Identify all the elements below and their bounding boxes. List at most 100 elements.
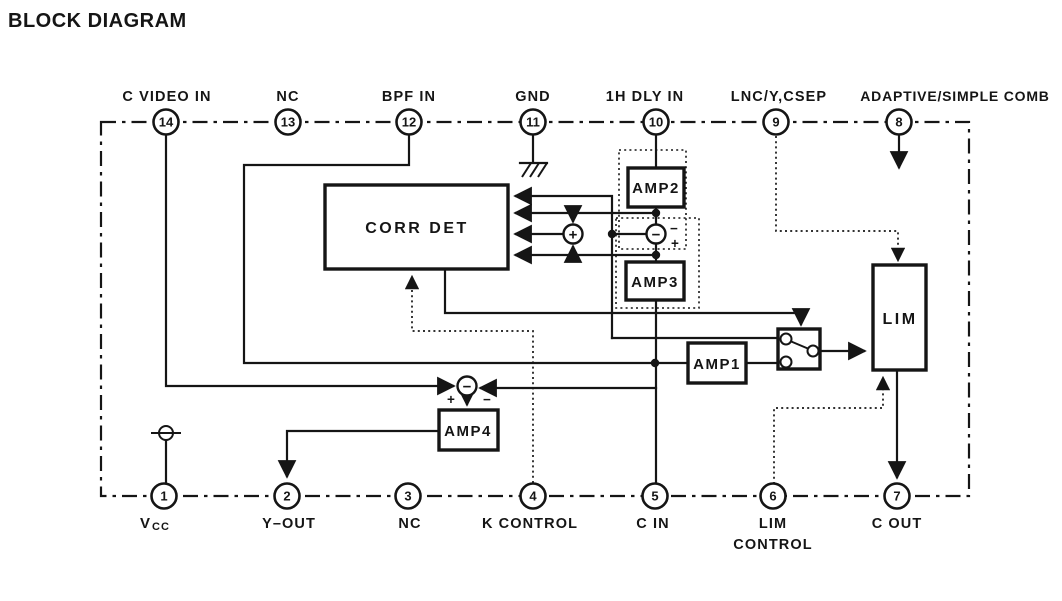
subtractor-minus-sign: − [463,379,472,396]
pin-3-number: 3 [404,489,411,504]
pin-11-number: 11 [526,115,540,130]
pin-label-c-video-in: C VIDEO IN [122,89,211,105]
wire-comb-to-corrdet [513,186,614,340]
pin-10-number: 10 [649,115,663,130]
pin-5-number: 5 [651,489,658,504]
wire-amp4-to-yout [277,429,441,479]
pin-4-circle [519,482,547,510]
amp4-box [437,408,500,452]
pin-8-circle [885,108,913,136]
amp1-label: AMP1 [693,356,741,373]
pin-label-y-out: Y–OUT [262,516,316,532]
wire-limcontrol-dotted [773,375,891,484]
pin-label-vcc-sub: CC [152,521,170,533]
diff-bottom-polarity: + [671,236,679,251]
y-subtractor-junction: − + − [447,375,491,407]
pin-8-number: 8 [895,115,902,130]
amp3-label: AMP3 [631,274,679,291]
pin-11-circle [519,108,547,136]
subtractor-left-polarity: + [447,392,455,407]
pin-12-circle [395,108,423,136]
pin-label-c-out: C OUT [872,516,923,532]
pin-12-number: 12 [402,115,416,130]
adder-circle [562,223,584,245]
pin-14: 14 C VIDEO IN [122,89,211,136]
page-title: BLOCK DIAGRAM [8,10,187,32]
diff-circle [645,223,667,245]
pin-label-lim-control: CONTROL [733,537,812,553]
amp3-box [624,260,686,302]
block-amp4: AMP4 [437,408,500,452]
switch-contact-upper [779,332,793,346]
pin-label-nc-top: NC [276,89,299,105]
pin-6-circle [759,482,787,510]
control-wires [404,136,906,484]
diff-top-polarity: − [670,221,678,236]
pin-label-gnd: GND [515,89,551,105]
corr-det-label: CORR DET [365,220,469,237]
corr-det-box [323,183,510,271]
pin-12: 12 BPF IN [382,89,436,136]
pin-13: 13 NC [274,89,302,136]
pin-1: 1 V CC [140,482,178,533]
wire-lncy-dotted [775,136,906,263]
delay-diff-junction: − − + [645,221,679,251]
pin-3: 3 NC [394,482,422,532]
lim-box [871,263,928,372]
pin-label-lncy-csep: LNC/Y,CSEP [731,89,827,105]
block-lim: LIM [871,263,928,372]
delay-group-box-lower [615,217,700,309]
comb-mode-switch [776,327,822,371]
block-amp3: AMP3 [624,260,686,302]
pin-4-number: 4 [529,489,537,504]
lim-label: LIM [882,311,917,328]
ic-boundary [99,120,971,498]
pin-7-circle [883,482,911,510]
pin-1-number: 1 [160,489,167,504]
amp1-box [686,341,748,385]
pin-9-number: 9 [772,115,779,130]
pin-9: 9 LNC/Y,CSEP [731,89,827,136]
pin-1-circle [150,482,178,510]
pin-11: 11 GND [515,89,551,136]
amp2-box [626,166,686,209]
pin-label-bpf-in: BPF IN [382,89,436,105]
pin-13-circle [274,108,302,136]
junction-dots [568,208,661,368]
pin-label-adaptive-simple-comb: ADAPTIVE/SIMPLE COMB [860,88,1049,104]
wire-corrdet-switch-control [443,269,811,327]
pin-10-circle [642,108,670,136]
switch-contact-common [806,344,820,358]
pin-7-number: 7 [893,489,900,504]
signal-wires [164,132,909,485]
pin-6: 6 LIM CONTROL [733,482,812,553]
pin-14-number: 14 [159,115,174,130]
pin-2: 2 Y–OUT [262,482,316,532]
switch-contact-lower [779,355,793,369]
pin-7: 7 C OUT [872,482,923,532]
pin-label-nc-bottom: NC [398,516,421,532]
pin-4: 4 K CONTROL [482,482,577,532]
pin-8: 8 ADAPTIVE/SIMPLE COMB [860,88,1049,136]
adder-junction: + [562,223,584,245]
pin-label-vcc-v: V [140,515,150,532]
pin-2-circle [273,482,301,510]
pin-3-circle [394,482,422,510]
block-corr-det: CORR DET [323,183,510,271]
pin-5-circle [641,482,669,510]
pin-9-circle [762,108,790,136]
diff-minus-sign: − [652,227,661,244]
switch-lever [789,340,810,350]
pin-label-1h-dly-in: 1H DLY IN [606,89,684,105]
pin-14-circle [152,108,180,136]
block-amp1: AMP1 [686,341,748,385]
block-amp2: AMP2 [626,166,686,209]
adder-plus-sign: + [569,227,578,244]
wire-cvideo-to-subtractor [164,132,456,396]
ground-symbol [518,161,549,178]
supply-terminal-symbol [151,425,181,441]
subtractor-circle [456,375,478,397]
amp4-label: AMP4 [444,423,492,440]
amp2-label: AMP2 [632,180,680,197]
